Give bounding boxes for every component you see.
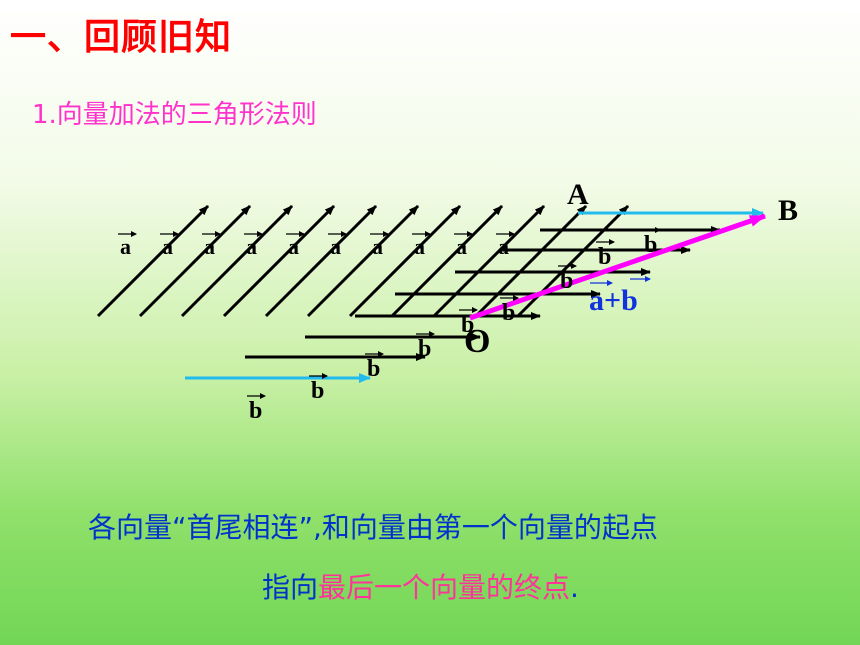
- vector-a-label-10: a: [498, 234, 509, 259]
- vector-b-label-8: b: [644, 232, 657, 258]
- vector-b-label-7: b: [598, 244, 611, 270]
- vector-b-label-2: b: [311, 378, 324, 404]
- vector-a-label-4: a: [246, 234, 257, 259]
- vector-a-4: [222, 204, 336, 318]
- vector-a-7: [348, 204, 462, 318]
- vector-b-label-6: b: [502, 300, 515, 326]
- vector-a-10: [474, 204, 588, 318]
- vector-sum: [469, 213, 766, 321]
- vector-a-label-9: a: [456, 234, 467, 259]
- vector-a-5: [264, 204, 378, 318]
- vector-b-label-9: b: [560, 268, 573, 294]
- point-b-label: B: [778, 194, 798, 227]
- vector-a-group: [96, 204, 630, 318]
- vector-b-label-1: b: [249, 398, 262, 424]
- vector-b-label-5: b: [461, 312, 474, 338]
- vector-a-label-5: a: [288, 234, 299, 259]
- point-o-label: O: [464, 323, 490, 360]
- caption-line-2: 指向最后一个向量的终点.: [0, 566, 860, 606]
- sum-label: a+b: [589, 284, 638, 317]
- vector-a-label-3: a: [204, 234, 215, 259]
- vector-a-label-7: a: [372, 234, 383, 259]
- vector-a-6: [306, 204, 420, 318]
- vector-a-label-6: a: [330, 234, 341, 259]
- vector-a-2: [138, 204, 252, 318]
- caption-line-2-part-3: .: [570, 571, 579, 604]
- vector-a-1: [96, 204, 210, 318]
- point-a-label: A: [567, 178, 589, 211]
- vector-a-9: [432, 204, 546, 318]
- vector-b-group: [245, 226, 721, 361]
- slide-title: 一、回顾旧知: [10, 17, 233, 58]
- vector-a-label-1: a: [120, 234, 131, 259]
- vector-b-label-4: b: [418, 336, 431, 362]
- slide-subtitle: 1.向量加法的三角形法则: [32, 100, 317, 130]
- caption-line-2-part-1: 指向: [262, 571, 319, 604]
- caption-line-1: 各向量“首尾相连”,和向量由第一个向量的起点: [88, 511, 658, 544]
- vector-a-label-8: a: [414, 234, 425, 259]
- vector-b-label-3: b: [367, 356, 380, 382]
- vector-a-3: [180, 204, 294, 318]
- vector-a-8: [390, 204, 504, 318]
- caption-line-2-highlight: 最后一个向量的终点: [318, 571, 571, 604]
- vector-a-label-2: a: [162, 234, 173, 259]
